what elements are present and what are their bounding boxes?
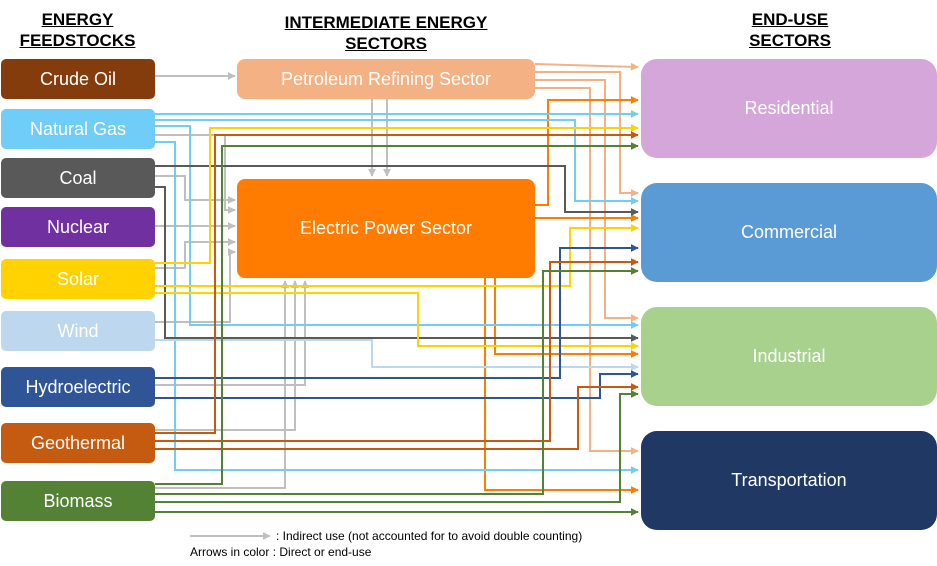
end-use-header: END-USE SECTORS bbox=[720, 9, 860, 51]
power-to-transportation bbox=[484, 278, 639, 494]
legend-indirect: : Indirect use (not accounted for to avo… bbox=[276, 529, 583, 543]
feedstock-hydroelectric: Hydroelectric bbox=[1, 367, 155, 407]
biomass-to-residential bbox=[155, 142, 639, 485]
intermediate-header-line-2: SECTORS bbox=[345, 34, 427, 53]
feedstock-biomass: Biomass bbox=[1, 481, 155, 521]
biomass-to-commercial bbox=[155, 267, 639, 495]
feedstock-geothermal: Geothermal bbox=[1, 423, 155, 463]
solar-to-commercial bbox=[155, 224, 639, 287]
biomass-to-industrial bbox=[155, 390, 639, 503]
feedstock-solar: Solar bbox=[1, 259, 155, 299]
end-use-transportation: Transportation bbox=[641, 431, 937, 530]
geo-to-industrial bbox=[155, 383, 639, 450]
feedstocks-header-line-1: ENERGY bbox=[41, 10, 114, 29]
wind-to-industrial bbox=[155, 339, 639, 371]
feedstocks-header-line-2: FEEDSTOCKS bbox=[19, 31, 136, 50]
petroleum-refining-sector: Petroleum Refining Sector bbox=[237, 59, 535, 99]
feedstock-label: Hydroelectric bbox=[25, 376, 131, 397]
end-use-residential: Residential bbox=[641, 59, 937, 158]
intermediate-header: INTERMEDIATE ENERGY SECTORS bbox=[256, 12, 516, 54]
feedstock-label: Crude Oil bbox=[39, 68, 117, 89]
coal-to-commercial bbox=[155, 165, 639, 216]
refining-to-transportation bbox=[535, 87, 639, 455]
feedstock-coal: Coal bbox=[1, 158, 155, 198]
geo-to-commercial bbox=[155, 258, 639, 442]
feedstock-nuclear: Nuclear bbox=[1, 207, 155, 247]
feedstock-label: Geothermal bbox=[30, 432, 126, 453]
legend-direct: Arrows in color : Direct or end-use bbox=[190, 545, 372, 559]
indirect-geo-to-power bbox=[155, 280, 299, 431]
end-use-label: Residential bbox=[744, 98, 834, 118]
feedstock-label: Natural Gas bbox=[29, 118, 127, 139]
refining-to-commercial bbox=[535, 71, 639, 197]
refining-to-industrial bbox=[535, 79, 639, 322]
feedstocks-header: ENERGY FEEDSTOCKS bbox=[0, 9, 155, 51]
intermediate-label: Electric Power Sector bbox=[299, 218, 473, 238]
geo-to-residential bbox=[155, 131, 639, 434]
gas-to-industrial bbox=[155, 125, 639, 329]
indirect-hydro-to-power bbox=[155, 280, 309, 386]
end-use-label: Industrial bbox=[752, 346, 826, 366]
end-use-header-line-1: END-USE bbox=[751, 10, 829, 29]
feedstock-label: Coal bbox=[59, 167, 97, 188]
power-to-industrial bbox=[494, 278, 639, 358]
intermediate-label: Petroleum Refining Sector bbox=[280, 68, 492, 89]
feedstock-label: Nuclear bbox=[46, 216, 110, 237]
solar-to-industrial bbox=[155, 292, 639, 350]
solar-to-residential bbox=[155, 124, 639, 264]
feedstock-wind: Wind bbox=[1, 311, 155, 351]
end-use-label: Commercial bbox=[740, 222, 837, 242]
end-use-header-line-2: SECTORS bbox=[749, 31, 831, 50]
feedstock-label: Biomass bbox=[43, 490, 113, 511]
intermediate-header-line-1: INTERMEDIATE ENERGY bbox=[284, 13, 488, 32]
power-to-residential bbox=[535, 96, 639, 206]
feedstock-crude-oil: Crude Oil bbox=[1, 59, 155, 99]
refining-to-residential bbox=[534, 62, 639, 71]
hydro-to-commercial bbox=[155, 244, 639, 379]
end-use-industrial: Industrial bbox=[641, 307, 937, 406]
gas-to-transportation bbox=[155, 141, 639, 474]
indirect-biomass-to-power bbox=[155, 280, 289, 489]
gas-to-commercial bbox=[155, 119, 639, 205]
feedstock-label: Solar bbox=[56, 268, 100, 289]
end-use-label: Transportation bbox=[731, 470, 847, 490]
feedstock-label: Wind bbox=[57, 320, 99, 341]
end-use-commercial: Commercial bbox=[641, 183, 937, 282]
electric-power-sector: Electric Power Sector bbox=[237, 179, 535, 278]
feedstock-natural-gas: Natural Gas bbox=[1, 109, 155, 149]
